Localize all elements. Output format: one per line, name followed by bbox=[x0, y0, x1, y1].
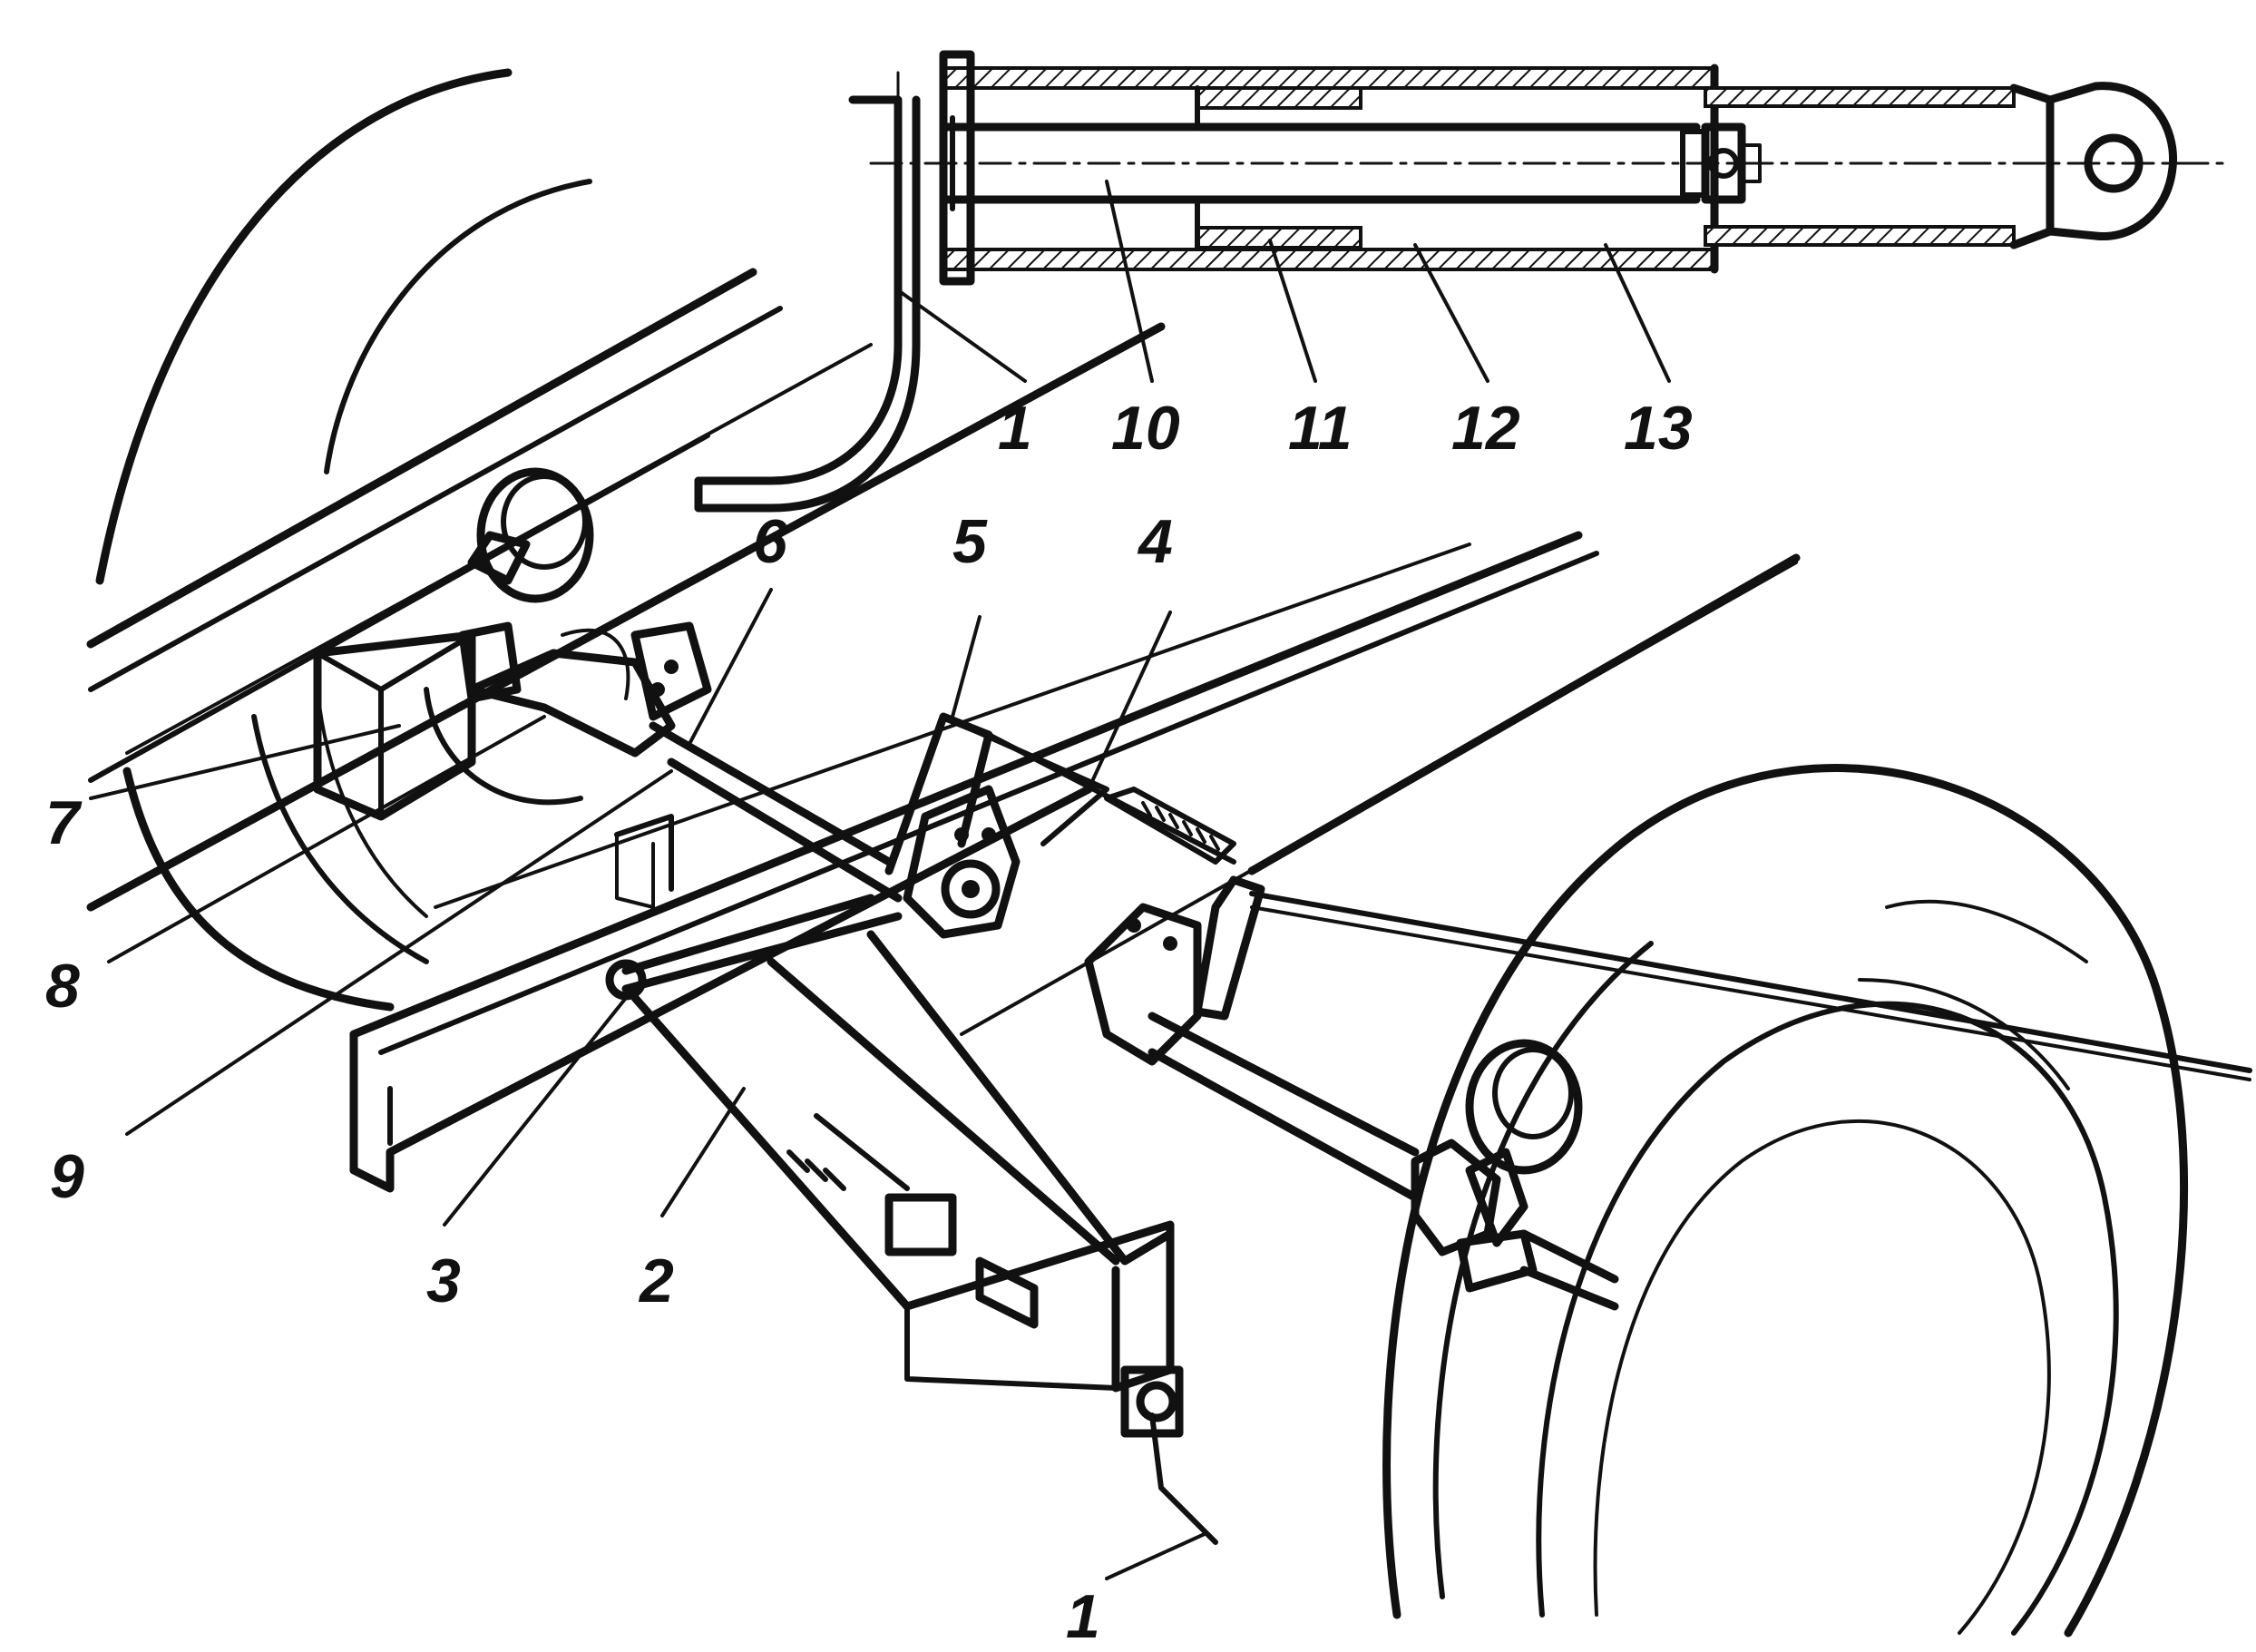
label-9: 9 bbox=[50, 1142, 84, 1211]
label-7: 7 bbox=[45, 788, 83, 857]
label-11: 11 bbox=[1288, 394, 1353, 463]
right-wheel bbox=[1382, 764, 2189, 1637]
frame-rails bbox=[86, 268, 1801, 1193]
center-bracket bbox=[884, 712, 1236, 939]
label-5: 5 bbox=[952, 507, 988, 576]
label-2: 2 bbox=[638, 1246, 674, 1315]
right-brake-assembly bbox=[1411, 1039, 1619, 1311]
cross-member bbox=[313, 630, 674, 909]
label-1-top: 1 bbox=[998, 394, 1032, 463]
spring-4 bbox=[1104, 787, 1236, 865]
cylinder-inset bbox=[694, 50, 2233, 513]
label-13: 13 bbox=[1624, 394, 1693, 463]
drawbar-2 bbox=[605, 894, 1218, 1545]
part-labels: 1 2 3 4 5 6 7 8 9 10 11 12 13 1 bbox=[45, 394, 1693, 1651]
label-12: 12 bbox=[1451, 394, 1520, 463]
label-10: 10 bbox=[1111, 394, 1180, 463]
label-3: 3 bbox=[426, 1246, 461, 1315]
left-brake-assembly bbox=[458, 467, 712, 758]
label-1-bottom: 1 bbox=[1066, 1582, 1100, 1651]
label-6: 6 bbox=[753, 507, 788, 576]
leader-lines bbox=[89, 180, 1671, 1580]
label-8: 8 bbox=[45, 952, 80, 1021]
label-4: 4 bbox=[1137, 507, 1173, 576]
right-arm bbox=[1084, 875, 2252, 1202]
shaft-9 bbox=[649, 721, 903, 903]
